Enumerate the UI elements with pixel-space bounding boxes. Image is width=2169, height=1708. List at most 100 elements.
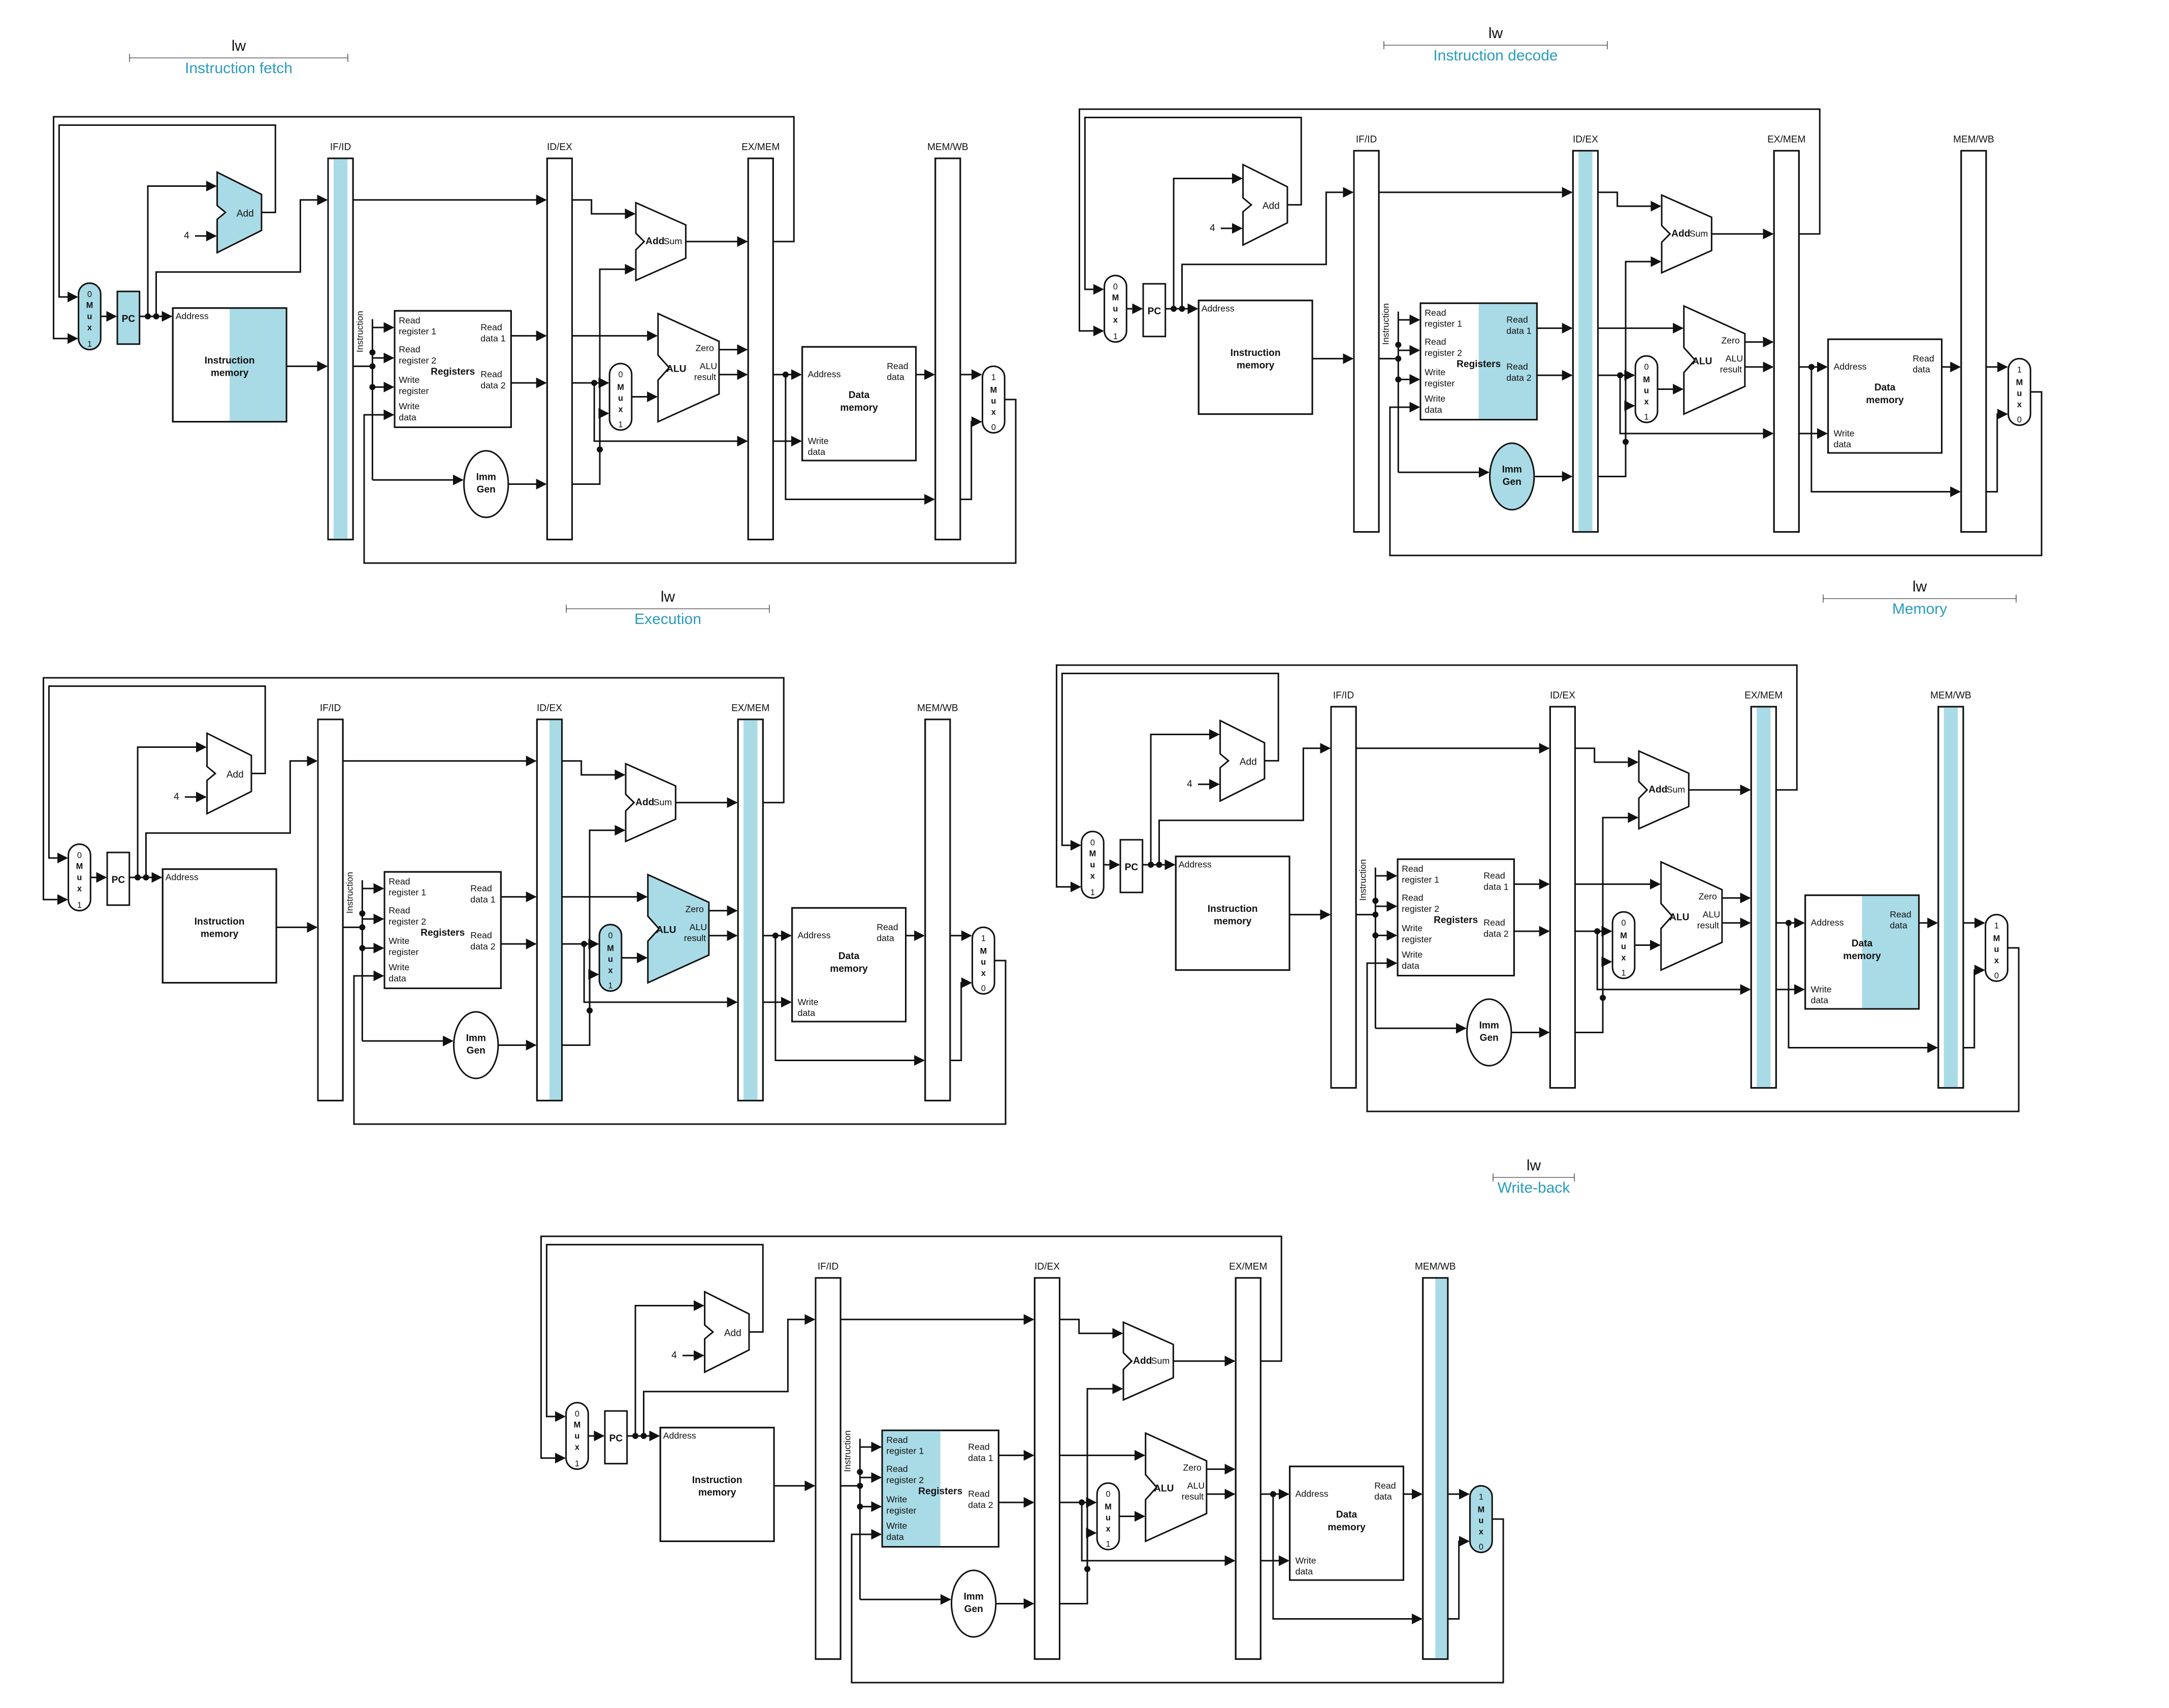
- ifid-register: [815, 1277, 841, 1660]
- mux-letter: M: [1478, 1505, 1485, 1514]
- pc-plus-4-loop: [1084, 116, 1302, 295]
- pc-adder-label: Add: [1262, 201, 1280, 212]
- memwb-to-mux-0: [1986, 409, 2008, 492]
- register-file-highlight: [1478, 303, 1537, 420]
- junction-dot: [632, 1433, 639, 1439]
- zero-label: Zero: [1721, 335, 1740, 345]
- write-data-label: Write: [389, 962, 409, 972]
- junction-dot: [1395, 342, 1402, 348]
- mux-letter: M: [1993, 934, 2000, 943]
- exmem-label: EX/MEM: [741, 142, 780, 153]
- read-data-2-label: Read: [1483, 917, 1505, 928]
- mux-letter: u: [991, 397, 996, 406]
- mux-letter: M: [1620, 931, 1627, 940]
- pc-to-adder: [147, 180, 217, 317]
- pc-to-ifid: [1158, 743, 1331, 865]
- instruction-memory-outline: [172, 307, 287, 423]
- mux-input-1: 1: [2017, 366, 2022, 375]
- instruction-memory-outline: [161, 868, 277, 984]
- mux-input-0: 0: [77, 851, 82, 860]
- data-memory: [791, 907, 907, 1023]
- idex-pc-to-adder: [572, 199, 636, 219]
- register-file-outline: [1397, 858, 1515, 977]
- mux-input-0: 0: [1106, 1490, 1110, 1499]
- mux-letter: u: [574, 1432, 579, 1441]
- mux-input-0: 0: [575, 1409, 579, 1419]
- read-register-2-label: register 2: [886, 1475, 924, 1485]
- exmem-label: EX/MEM: [1744, 691, 1783, 701]
- mux-input-1: 1: [77, 901, 82, 910]
- dmem-write-data-label: Write: [808, 436, 829, 446]
- sum-label: Sum: [1690, 228, 1708, 239]
- imem-address-label: Address: [176, 311, 209, 321]
- stage-instruction-tag: lw: [232, 38, 246, 54]
- rd2-to-exmem: [593, 383, 748, 447]
- register-outline: [1549, 706, 1576, 1089]
- alu-result-label: ALU: [1726, 353, 1743, 364]
- instruction-memory: [1197, 300, 1313, 415]
- alu-result-to-memwb: [1272, 1494, 1423, 1624]
- idex-label: ID/EX: [1034, 1262, 1060, 1272]
- instruction-bus-label: Instruction: [1380, 303, 1390, 345]
- ifid-register: [317, 718, 344, 1102]
- junction-dot: [1395, 376, 1402, 383]
- pc-label: PC: [1148, 306, 1161, 317]
- instruction-bus-label: Instruction: [354, 311, 365, 352]
- register-file-outline: [881, 1429, 999, 1548]
- pc-label: PC: [122, 314, 136, 324]
- alu-result-to-memwb: [774, 935, 925, 1066]
- junction-dot: [1372, 898, 1379, 904]
- dmem-read-data-label: Read: [1913, 353, 1934, 364]
- pc-adder: [206, 732, 252, 815]
- register-outline: [317, 718, 344, 1102]
- mux-letter: u: [1478, 1516, 1483, 1525]
- dmem-write-data-label: Write: [1296, 1555, 1316, 1565]
- read-register-1-label: register 1: [389, 888, 426, 898]
- dmem-read-data-label: data: [1374, 1492, 1392, 1502]
- register-file-outline: [394, 310, 512, 429]
- register-outline: [1773, 150, 1800, 533]
- stage-title: Memory: [1892, 601, 1947, 617]
- idex-register: [1033, 1277, 1060, 1660]
- imem-label-1: Instruction: [692, 1475, 742, 1486]
- read-register-2-label: register 2: [1402, 904, 1439, 914]
- stage-instruction-tag: lw: [661, 588, 675, 605]
- mux-input-1: 1: [1479, 1493, 1483, 1502]
- pc-label: PC: [1125, 862, 1139, 873]
- mux-input-0: 0: [2017, 415, 2022, 424]
- read-register-1-label: Read: [886, 1435, 908, 1445]
- sum-label: Sum: [1151, 1356, 1170, 1366]
- rd2-to-exmem: [583, 944, 738, 1008]
- immediate-generator: [1466, 998, 1512, 1067]
- mux-input-1: 1: [1994, 922, 1999, 931]
- dmem-address-label: Address: [1834, 362, 1867, 372]
- branch-adder: [1638, 749, 1690, 830]
- mux-letter: u: [618, 394, 623, 403]
- constant-four-label: 4: [174, 792, 179, 802]
- mux-input-0: 0: [1090, 838, 1095, 847]
- pc-adder: [1219, 719, 1266, 802]
- pc-adder: [704, 1290, 750, 1373]
- alu-result-label: result: [684, 933, 706, 943]
- register-outline: [546, 157, 573, 541]
- read-data-2-label: Read: [1506, 362, 1528, 372]
- junction-dot: [369, 349, 376, 356]
- dmem-read-data-label: data: [877, 933, 894, 943]
- mux-letter: x: [1113, 315, 1118, 324]
- alu-label: ALU: [1692, 356, 1712, 367]
- write-register-label: register: [1425, 378, 1454, 388]
- dmem-write-data-label: data: [798, 1008, 816, 1018]
- read-register-2-label: Read: [399, 344, 420, 354]
- read-data-2-label: data 2: [1483, 929, 1508, 939]
- pc-register: [1142, 283, 1167, 338]
- register-outline: [1422, 1277, 1449, 1660]
- dmem-write-data-label: Write: [1834, 428, 1855, 438]
- rd2-to-exmem: [1081, 1502, 1236, 1566]
- writeback-loop: [851, 1518, 1504, 1684]
- imem-label-2: memory: [1214, 916, 1252, 927]
- dmem-read-data-label: Read: [887, 361, 908, 371]
- rd2-to-exmem: [1619, 375, 1774, 439]
- mux-letter: x: [1621, 953, 1626, 962]
